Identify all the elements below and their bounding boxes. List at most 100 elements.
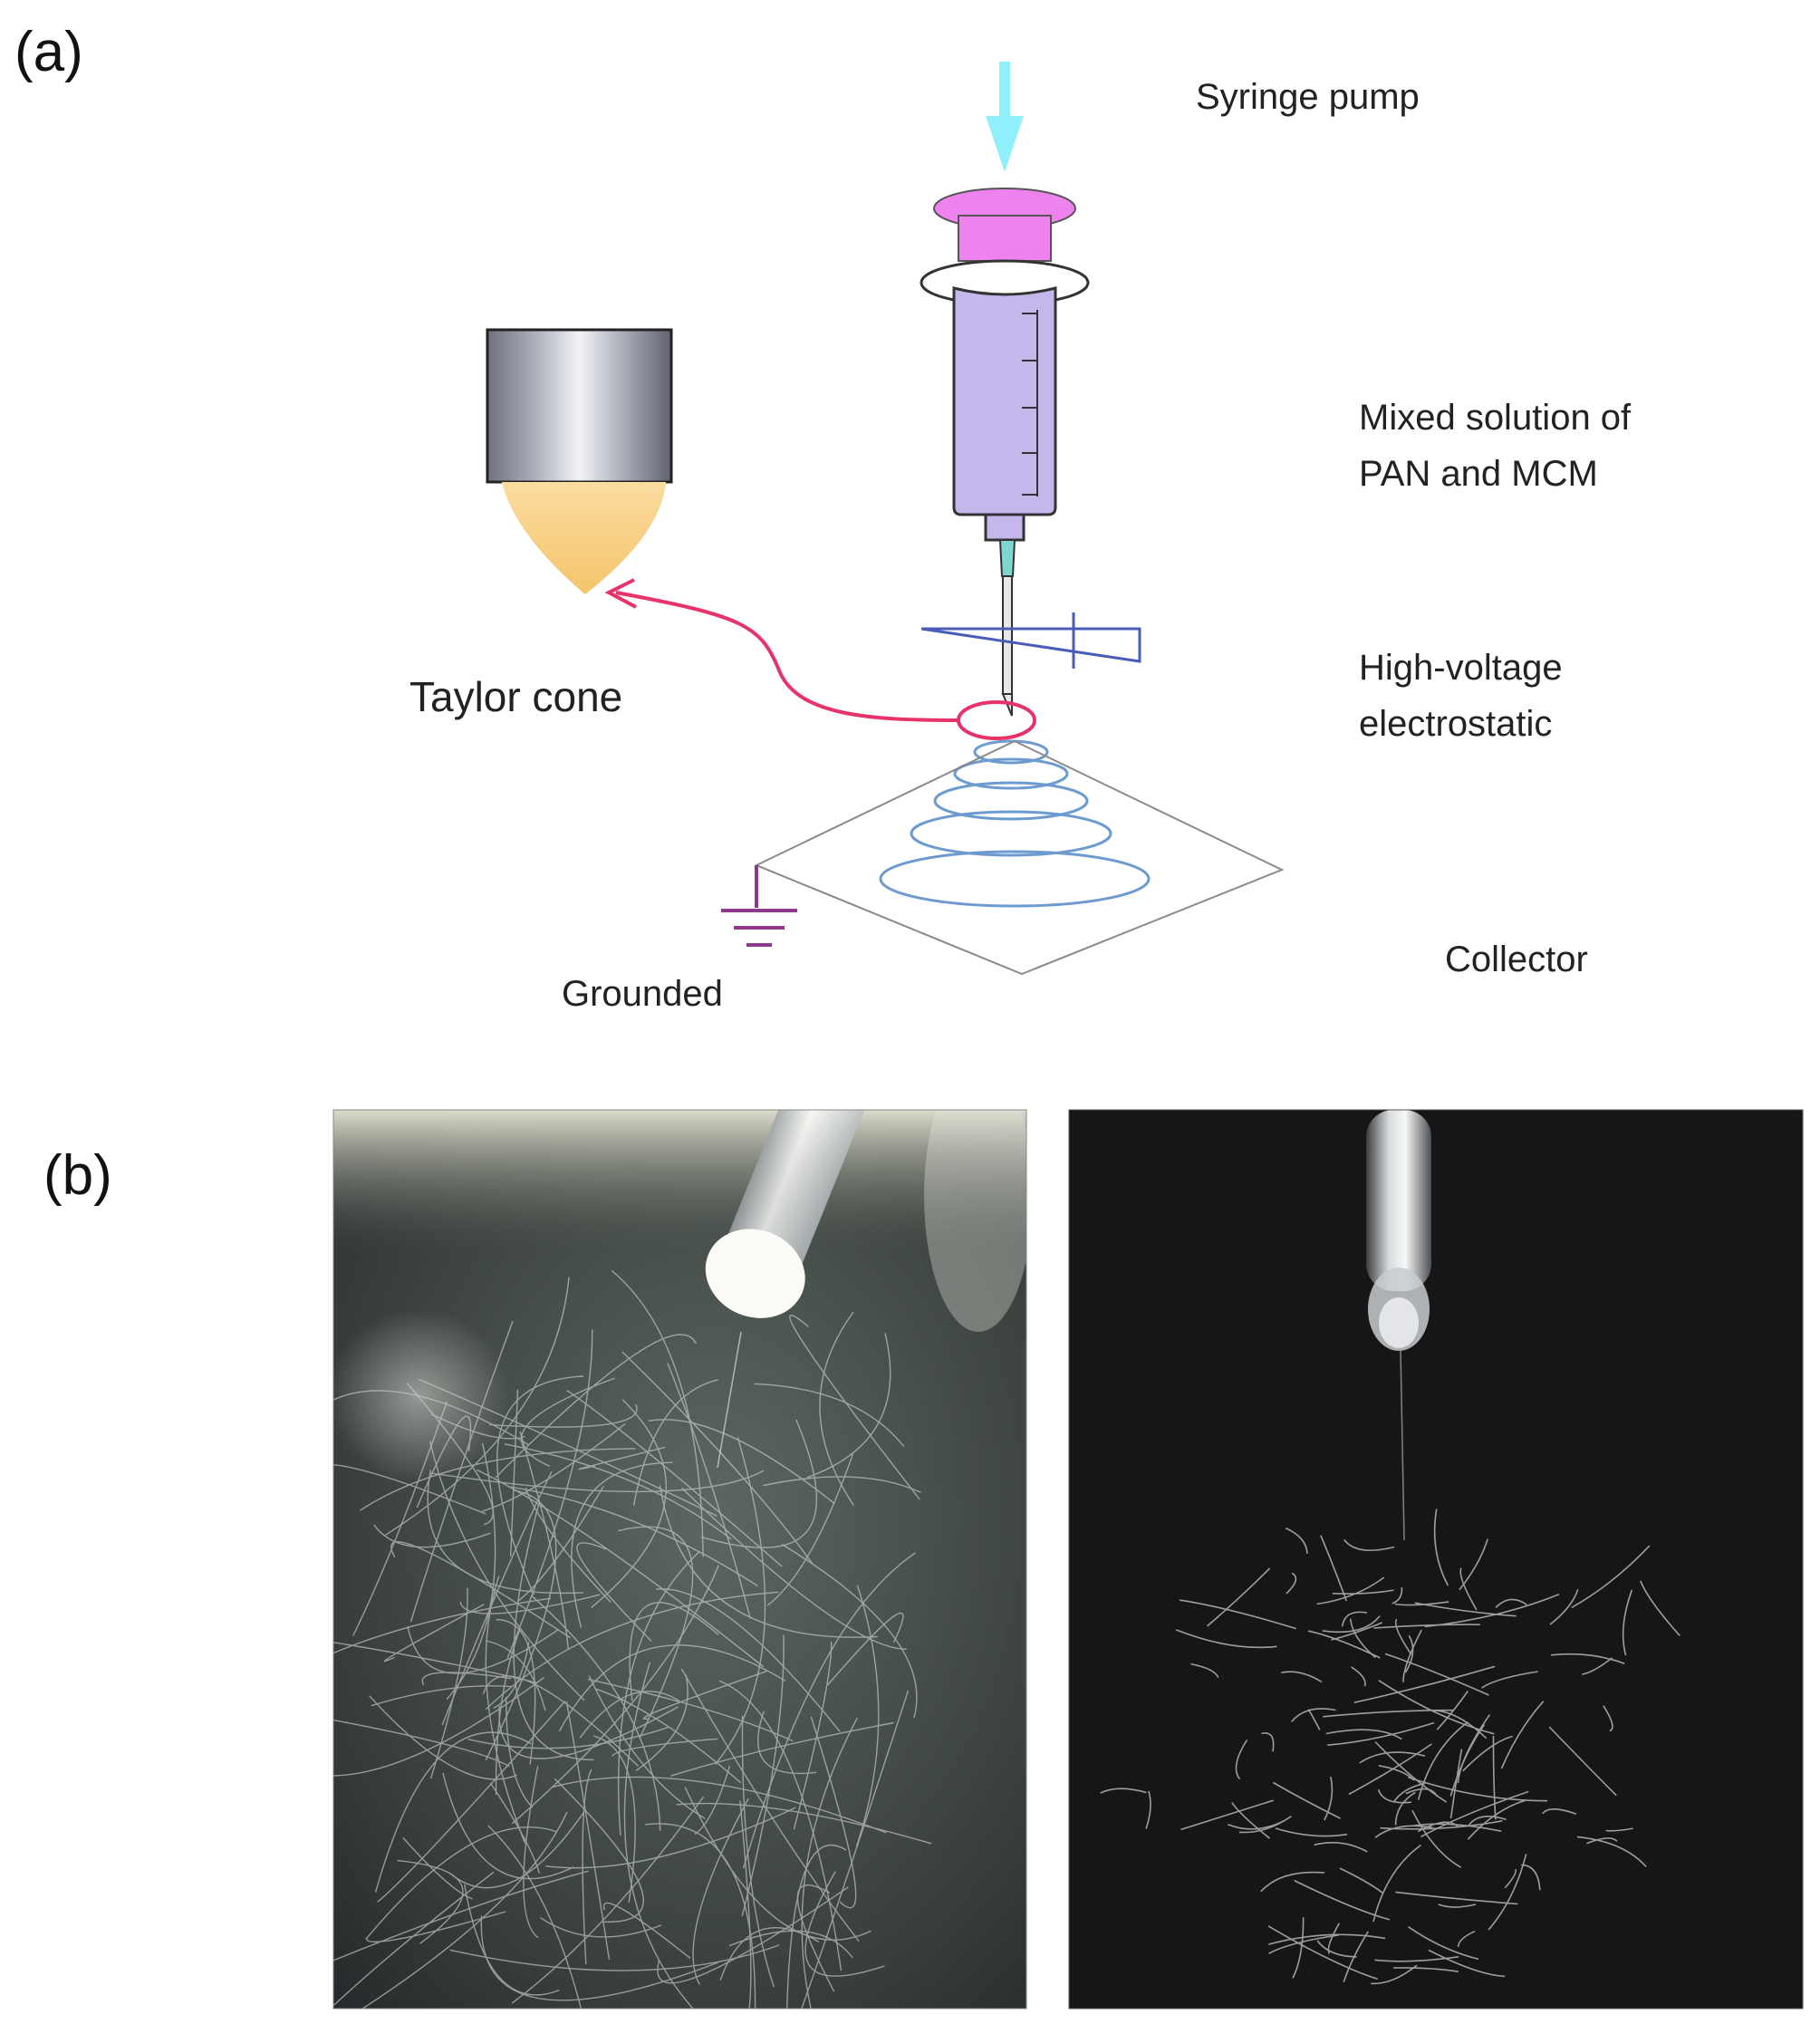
fiber-strand (1231, 1802, 1271, 1839)
fiber-strand (506, 1696, 534, 1808)
fiber-strand (1323, 1709, 1454, 1718)
fiber-strand (667, 1363, 751, 1619)
fiber-strand (1457, 1930, 1476, 1948)
fiber-strand (402, 1836, 473, 1900)
fiber-strand (511, 1796, 705, 2004)
fiber-strand (1582, 1657, 1613, 1675)
fiber-strand (700, 1419, 817, 1548)
fiber-strand (333, 1464, 486, 1515)
fiber-strand (1378, 1765, 1415, 1781)
fiber-strand (1521, 1864, 1541, 1891)
fiber-strand (409, 1320, 514, 1623)
grounded-label: Grounded (562, 974, 723, 1014)
fiber-strand (757, 1711, 816, 1775)
panel-a-label: (a) (14, 21, 83, 83)
collector-label: Collector (1445, 940, 1588, 979)
fiber-strand (504, 1443, 732, 1540)
fiber-strand (1481, 1671, 1538, 1689)
fiber-strand (1343, 1538, 1395, 1552)
fiber-strand (1459, 1567, 1478, 1611)
fiber-strand (487, 1825, 583, 2009)
fiber-strand (611, 1738, 718, 1757)
fiber-strand (506, 1329, 593, 1659)
fiber-strand (489, 1403, 638, 1428)
fiber-strand (1468, 1816, 1507, 1826)
fiber-strand (1605, 1827, 1633, 1832)
fiber-strand (1374, 1825, 1433, 1839)
fiber-strand (1275, 1827, 1348, 1837)
solution-label-line1: Mixed solution of (1359, 398, 1632, 438)
fiber-strand (498, 1706, 679, 1759)
fiber-strand (591, 1399, 667, 1608)
fiber-strand (333, 1870, 589, 1961)
fiber-strand (540, 1917, 662, 1938)
fiber-strand (571, 1461, 673, 1628)
fiber-strand (741, 1634, 785, 1917)
fiber-strand (377, 1701, 566, 1903)
fiber-strand (525, 1487, 611, 1604)
fiber-strand (635, 1674, 689, 1772)
fiber-strand (657, 1886, 849, 1984)
fiber-strand (1467, 1799, 1526, 1840)
fiber-strand (1603, 1705, 1613, 1732)
fiber-strand (519, 1431, 569, 1651)
fiber-strand (1294, 1879, 1391, 1921)
fiber-strand (1341, 1611, 1368, 1627)
fiber-strand (551, 1776, 887, 1834)
fiber-strand (464, 1884, 560, 1996)
fiber-strand (1392, 1967, 1459, 1972)
fiber-strand (566, 1390, 783, 1567)
fiber-strand (371, 1685, 512, 1707)
fiber-strand (681, 1487, 907, 1651)
fiber-strand (728, 1930, 853, 1959)
taylor-cone-label: Taylor cone (409, 673, 622, 720)
fiber-strand (1404, 1634, 1414, 1673)
fiber-strand (1348, 1743, 1432, 1796)
fiber-strand (1291, 1708, 1336, 1722)
fiber-strand (1353, 1665, 1496, 1703)
fiber-strand (485, 1640, 546, 1711)
fiber-strand (1285, 1527, 1308, 1554)
fiber-strand (1459, 1538, 1488, 1591)
fiber-strand (1272, 1781, 1341, 1819)
fiber-strand (1462, 1735, 1513, 1772)
fiber-strand (1411, 1809, 1462, 1868)
fiber-strand (578, 1446, 666, 1470)
fiber-strand (430, 1413, 525, 1440)
fiber-strand (1640, 1580, 1680, 1636)
fiber-strand (1260, 1871, 1325, 1893)
pump-arrow-icon (986, 62, 1024, 172)
fiber-strand (739, 1800, 752, 2009)
fiber-strand (1378, 1680, 1495, 1735)
fiber-strand (442, 1772, 574, 1880)
fiber-strand (786, 1844, 847, 2009)
fiber-strand (489, 1782, 541, 1874)
fiber-strand (801, 1717, 858, 2009)
fiber-strand (655, 1588, 841, 1732)
fiber-strand (796, 1884, 835, 1992)
fiber-strand (449, 1944, 780, 1971)
fiber-strand (352, 1401, 448, 1636)
fiber-strand (1395, 1891, 1518, 1905)
fiber-strand (1351, 1666, 1366, 1687)
fiber-strand (804, 1871, 885, 1977)
photo-electrospinning-light (333, 1110, 1026, 2009)
fiber-strand (459, 1594, 601, 1614)
fiber-strand (523, 1766, 539, 1939)
fiber-spiral-icon (879, 739, 1151, 908)
fiber-strand (1359, 1751, 1426, 1764)
pointer-arrow-icon (604, 578, 1036, 740)
fiber-strand (406, 1383, 494, 1526)
fiber-strand (449, 1812, 584, 1889)
fiber-strand (1179, 1599, 1297, 1630)
fiber-strand (1267, 1933, 1386, 1945)
fiber-strand (588, 1675, 706, 1819)
fiber-strand (429, 1441, 585, 1701)
fiber-strand (1235, 1740, 1248, 1780)
fiber-strand (714, 1437, 766, 1765)
fiber-strand (1207, 1567, 1271, 1627)
fiber-strand (1495, 1598, 1527, 1608)
fiber-strand (1576, 1836, 1647, 1867)
fiber-strand (1322, 1615, 1381, 1634)
fiber-strand (1549, 1589, 1579, 1625)
